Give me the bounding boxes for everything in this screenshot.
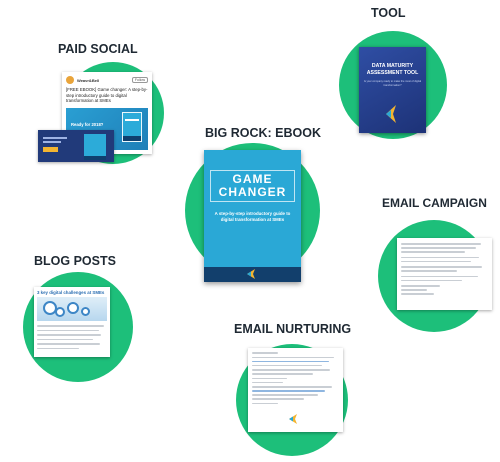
email-campaign-preview	[397, 238, 492, 310]
tool-title: DATA MATURITY ASSESSMENT TOOL	[366, 63, 419, 76]
ebook-subtitle: A step-by-step introductory guide to dig…	[214, 211, 291, 222]
gear-icon	[55, 307, 65, 317]
post-account: Weavr&Bell	[77, 77, 100, 83]
blog-post-preview: 3 key digital challenges at SMEs	[34, 287, 110, 357]
label-email-nurturing: EMAIL NURTURING	[234, 322, 352, 336]
brand-logo-icon	[66, 76, 74, 84]
label-tool: TOOL	[371, 6, 406, 20]
mini-ebook-cover	[122, 112, 142, 142]
label-big-rock: BIG ROCK: EBOOK	[205, 126, 321, 140]
ad-ebook-cover	[84, 134, 106, 160]
blog-title: 3 key digital challenges at SMEs	[37, 290, 105, 295]
label-email-campaign: EMAIL CAMPAIGN	[382, 196, 487, 210]
ebook-cover: GAME CHANGER A step-by-step introductory…	[204, 150, 301, 282]
email-nurturing-preview	[248, 348, 343, 432]
gear-icon	[81, 307, 90, 316]
label-blog-posts: BLOG POSTS	[34, 254, 116, 268]
post-text: [FREE EBOOK] Game changer: A step-by-ste…	[66, 87, 148, 104]
gear-icon	[67, 302, 79, 314]
ebook-title: GAME CHANGER	[218, 172, 287, 199]
paid-social-ad	[38, 130, 114, 162]
chevron-logo-icon	[386, 105, 396, 123]
tool-cover: DATA MATURITY ASSESSMENT TOOL Is your co…	[359, 47, 426, 133]
follow-button[interactable]: Follow	[131, 77, 148, 83]
blog-gears-image	[37, 297, 107, 321]
banner-text: Ready for 2018?	[71, 122, 104, 127]
tool-subtitle: Is your company ready to make the most o…	[363, 80, 422, 87]
chevron-logo-icon	[247, 269, 255, 279]
label-paid-social: PAID SOCIAL	[58, 42, 138, 56]
chevron-logo-icon	[289, 414, 297, 424]
